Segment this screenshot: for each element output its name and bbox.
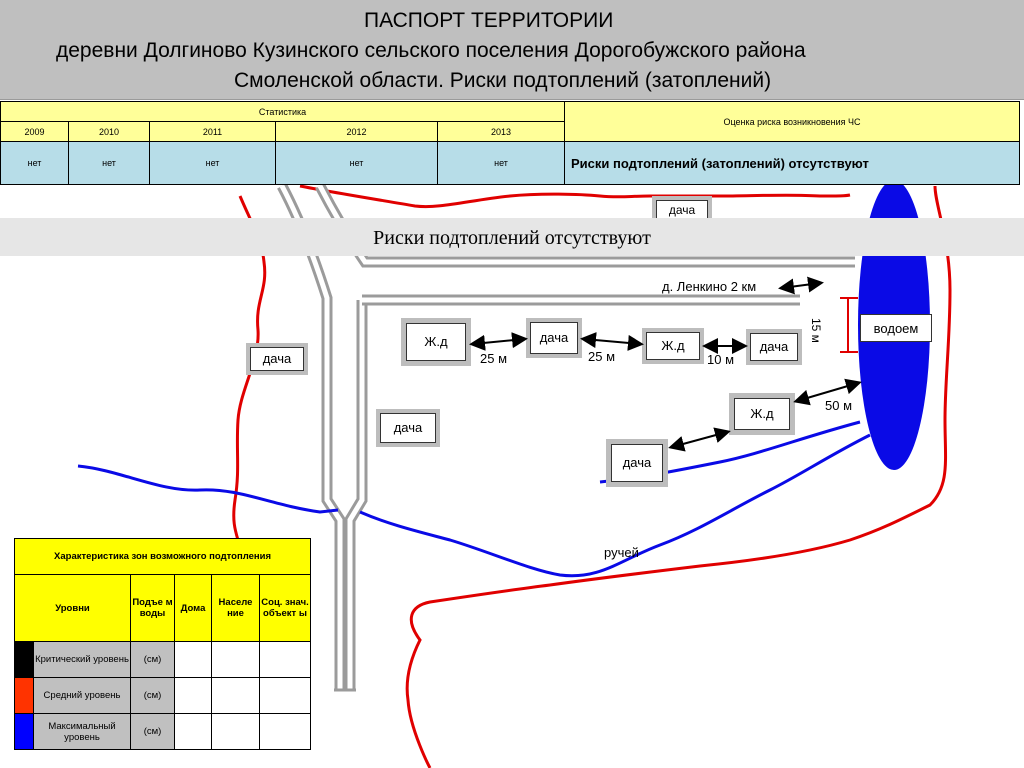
risk-banner: Риски подтоплений отсутствуют (0, 218, 1024, 256)
building-house2: Ж.д (642, 328, 704, 364)
building-left-dacha: дача (246, 343, 308, 375)
legend-cell (258, 677, 312, 714)
distance-label-25b: 25 м (588, 349, 616, 364)
legend-swatch-max (14, 713, 34, 750)
building-house3: Ж.д (729, 393, 795, 435)
pond-label-text: водоем (873, 320, 919, 336)
building-label: дача (530, 322, 578, 354)
value-2010: нет (68, 141, 150, 185)
legend-cell (258, 641, 312, 678)
stream-label: ручей (604, 545, 639, 560)
header-title: ПАСПОРТ ТЕРРИТОРИИ (364, 9, 614, 32)
building-label: Ж.д (734, 398, 790, 430)
legend-cell (211, 641, 260, 678)
page-header: ПАСПОРТ ТЕРРИТОРИИ деревни Долгиново Куз… (0, 0, 1024, 100)
value-2011: нет (149, 141, 276, 185)
year-2010: 2010 (68, 121, 150, 142)
year-2011: 2011 (149, 121, 276, 142)
legend-level-medium: Средний уровень (33, 677, 131, 714)
building-mid-dacha: дача (376, 409, 440, 447)
building-house1: Ж.д (401, 318, 471, 366)
legend-unit-max: (см) (130, 713, 175, 750)
arrow-house3-pond (793, 378, 862, 406)
legend-col-population: Населе ние (211, 574, 260, 642)
road-right-vertical-inner (347, 300, 365, 690)
risk-assessment-header: Оценка риска возникновения ЧС (564, 101, 1020, 142)
building-label: Ж.д (406, 323, 466, 361)
stream (77, 433, 871, 578)
legend-cell (211, 677, 260, 714)
legend-swatch-medium (14, 677, 34, 714)
distance-label-15: 15 м (809, 318, 823, 343)
legend-cell (174, 677, 212, 714)
year-2013: 2013 (437, 121, 565, 142)
building-label: дача (750, 333, 798, 361)
building-label: Ж.д (646, 332, 700, 360)
legend-level-max: Максимальный уровень (33, 713, 131, 750)
legend-swatch-critical (14, 641, 34, 678)
distance-label-50: 50 м (825, 398, 853, 413)
arrow-house1-dacha1 (469, 332, 528, 351)
arrow-lenkino (778, 276, 824, 295)
year-2012: 2012 (275, 121, 438, 142)
header-subtitle-line1: деревни Долгиново Кузинского сельского п… (56, 39, 806, 62)
legend-col-objects: Соц. знач. объект ы (258, 574, 312, 642)
distance-label-25a: 25 м (480, 351, 508, 366)
header-subtitle-line2: Смоленской области. Риски подтоплений (з… (234, 69, 772, 92)
legend-col-levels: Уровни (14, 574, 131, 642)
distance-label-10: 10 м (707, 352, 735, 367)
legend-cell (174, 713, 212, 750)
risk-assessment-value: Риски подтоплений (затоплений) отсутству… (564, 141, 1020, 185)
building-label: дача (380, 413, 436, 443)
legend-cell (211, 713, 260, 750)
legend-title: Характеристика зон возможного подтоплени… (13, 538, 312, 575)
arrow-dacha-house3 (668, 427, 731, 452)
legend-col-houses: Дома (174, 574, 212, 642)
legend-unit-critical: (см) (130, 641, 175, 678)
legend-cell (174, 641, 212, 678)
arrow-dacha1-house2 (580, 332, 644, 351)
pond-label: водоем (860, 314, 932, 342)
building-label: дача (611, 444, 663, 482)
legend-unit-medium: (см) (130, 677, 175, 714)
legend-cell (258, 713, 312, 750)
legend-col-water: Подъе м воды (130, 574, 175, 642)
value-2013: нет (437, 141, 565, 185)
building-bottom-dacha: дача (606, 439, 668, 487)
year-2009: 2009 (0, 121, 69, 142)
value-2009: нет (0, 141, 69, 185)
flood-zones-legend: Характеристика зон возможного подтоплени… (13, 538, 312, 750)
road-label-lenkino: д. Ленкино 2 км (662, 279, 757, 294)
building-dacha1: дача (526, 318, 582, 358)
statistics-header: Статистика (0, 101, 565, 122)
statistics-table: Статистика Оценка риска возникновения ЧС… (0, 101, 1020, 185)
legend-level-critical: Критический уровень (33, 641, 131, 678)
building-label: дача (656, 200, 708, 220)
value-2012: нет (275, 141, 438, 185)
building-dacha2: дача (746, 329, 802, 365)
building-label: дача (250, 347, 304, 371)
